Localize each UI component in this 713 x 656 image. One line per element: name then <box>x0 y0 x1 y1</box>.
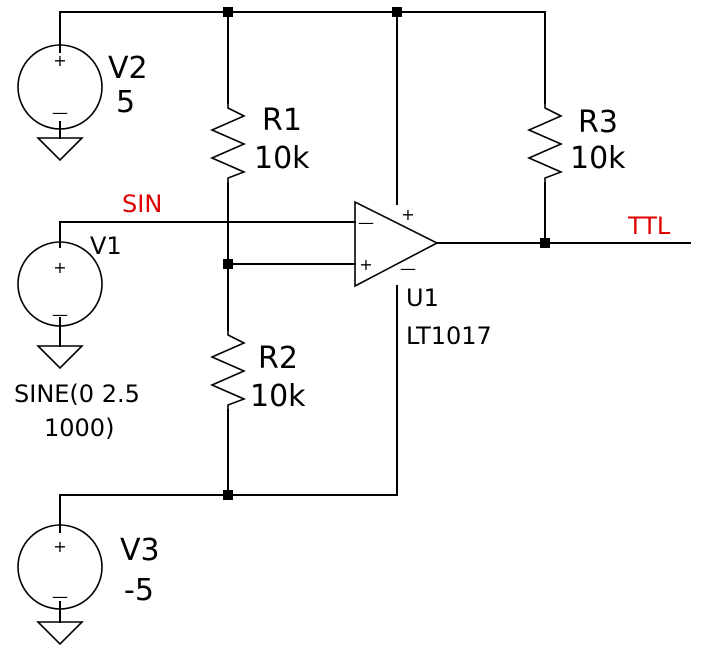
r3-ref-label: R3 <box>578 105 618 140</box>
net-label-ttl: TTL <box>627 212 671 240</box>
ground-icon <box>36 137 84 162</box>
v1-minus-sign: — <box>52 305 68 324</box>
v3-ref-label: V3 <box>120 533 160 568</box>
ground-icon <box>36 345 84 370</box>
junction-dot <box>223 259 233 269</box>
r1-resistor-symbol <box>210 103 247 183</box>
v3-plus-sign: + <box>53 537 66 556</box>
r1-value-label: 10k <box>254 141 310 176</box>
v1-ref-label: V1 <box>90 232 122 260</box>
v2-source-symbol <box>17 44 103 130</box>
v1-value-line1: SINE(0 2.5 <box>14 380 140 408</box>
v1-source-symbol <box>17 241 103 327</box>
v2-source: + — V2 5 <box>17 44 148 162</box>
v3-source-symbol <box>17 524 103 610</box>
v2-plus-sign: + <box>53 51 66 70</box>
v2-ref-label: V2 <box>108 51 148 86</box>
u1-noninverting-input-sign: + <box>359 255 372 274</box>
junction-dot <box>223 7 233 17</box>
r1-resistor: R1 10k <box>210 103 310 183</box>
r2-resistor: R2 10k <box>210 330 306 414</box>
u1-ref-label: U1 <box>406 284 439 312</box>
v2-value-label: 5 <box>116 85 135 120</box>
v1-source: + — V1 SINE(0 2.5 1000) <box>14 232 140 442</box>
u1-value-label: LT1017 <box>406 322 492 350</box>
u1-vplus-sign: + <box>401 205 414 224</box>
u1-comparator-symbol <box>354 200 439 288</box>
net-label-sin: SIN <box>122 190 162 218</box>
v3-source: + — V3 -5 <box>17 524 160 646</box>
u1-vminus-sign: — <box>400 259 416 278</box>
u1-comparator: — + + — U1 LT1017 <box>354 200 492 350</box>
ground-icon <box>36 621 84 646</box>
v1-plus-sign: + <box>53 258 66 277</box>
r3-value-label: 10k <box>570 141 626 176</box>
r3-resistor: R3 10k <box>527 103 626 183</box>
r3-resistor-symbol <box>527 103 564 183</box>
junction-dot <box>223 490 233 500</box>
v3-minus-sign: — <box>52 587 68 606</box>
junctions <box>223 7 550 500</box>
junction-dot <box>392 7 402 17</box>
wires <box>59 11 691 623</box>
u1-inverting-input-sign: — <box>358 213 374 232</box>
v2-minus-sign: — <box>52 103 68 122</box>
junction-dot <box>540 238 550 248</box>
v1-value-line2: 1000) <box>44 414 114 442</box>
r1-ref-label: R1 <box>262 103 302 138</box>
r2-ref-label: R2 <box>258 341 298 376</box>
v3-value-label: -5 <box>124 573 154 608</box>
r2-value-label: 10k <box>250 379 306 414</box>
r2-resistor-symbol <box>210 330 247 410</box>
